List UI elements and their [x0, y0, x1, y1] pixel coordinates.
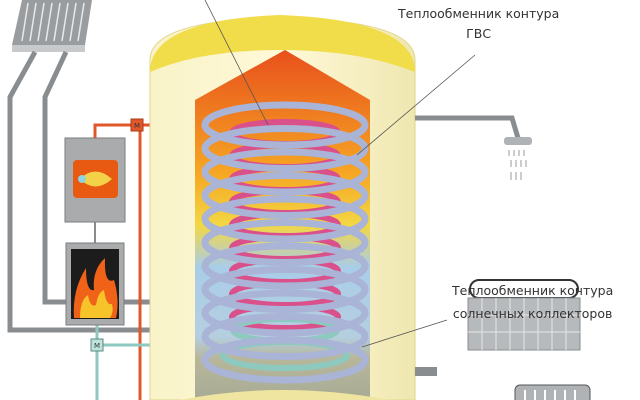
outer-coil-ring: [201, 219, 369, 266]
dhw-exchanger-label: Теплообменник контура ГВС: [398, 6, 559, 41]
heat-exchanger-coils: [201, 101, 369, 384]
valve-bottom: M: [90, 338, 104, 352]
outer-coil-ring: [201, 313, 369, 360]
burner-icon: [64, 137, 126, 223]
outer-coil-ring: [201, 148, 369, 196]
outer-coil-ring: [201, 289, 369, 337]
radiator-icon: [514, 384, 591, 400]
bathtub-icon: [467, 279, 581, 351]
outer-coil-ring: [201, 336, 369, 384]
solar-exchanger-label-line2: солнечных коллекторов: [452, 306, 613, 321]
outer-coil-ring: [201, 195, 369, 243]
dhw-exchanger-label-line2: ГВС: [466, 26, 492, 41]
outlet-pipe: [415, 367, 437, 376]
leader-lines: [204, 0, 476, 348]
valve-top: M: [130, 118, 144, 132]
fire-icon: [65, 242, 125, 326]
solar-exchanger-label: Теплообменник контура солнечных коллекто…: [452, 279, 613, 325]
dhw-exchanger-label-line1: Теплообменник контура: [398, 6, 560, 21]
outer-coil-ring: [201, 172, 369, 219]
valve-bottom-label: M: [94, 342, 100, 350]
outer-coil-ring: [201, 266, 369, 313]
boiler-return-pipes: [95, 325, 152, 400]
solar-exchanger-label-line1: Теплообменник контура: [452, 283, 614, 298]
solar-collector-icon: [12, 0, 92, 52]
valve-top-label: M: [134, 122, 140, 130]
shower-icon: [415, 115, 532, 180]
outer-coil-ring: [201, 101, 369, 149]
outer-coil-ring: [201, 242, 369, 290]
